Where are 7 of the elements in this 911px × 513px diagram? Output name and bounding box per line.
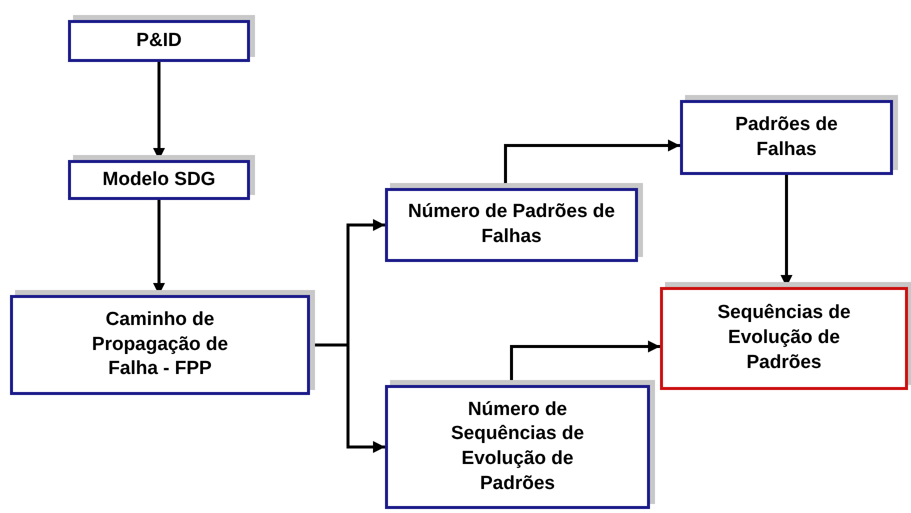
box-label: Número de Padrões de Falhas [407, 200, 616, 249]
box-label: Número de Sequências de Evolução de Padrões [450, 398, 585, 496]
box-label: Modelo SDG [102, 168, 216, 192]
box-label: Sequências de Evolução de Padrões [716, 301, 852, 375]
box-label: P&ID [136, 28, 182, 53]
box-label: Caminho de Propagação de Falha - FPP [90, 308, 230, 382]
box-label: Padrões de Falhas [734, 112, 839, 162]
